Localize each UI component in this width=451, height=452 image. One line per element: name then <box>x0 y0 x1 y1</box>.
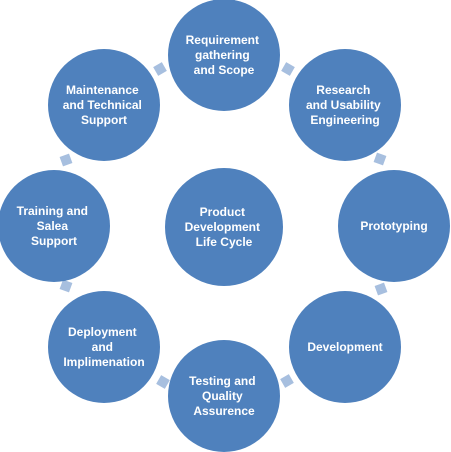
stage-label-line: and Usability <box>306 98 381 112</box>
center-label-line: Product <box>200 205 245 219</box>
stage-label-line: Support <box>31 234 77 248</box>
stage-label: Requirement gathering and Scope <box>186 33 263 77</box>
stage-label-line: Implimenation <box>63 355 144 369</box>
stage-requirement: Requirement gathering and Scope <box>168 0 280 111</box>
stage-circle <box>289 291 401 403</box>
stage-label-line: and <box>92 340 113 354</box>
stage-label-line: Requirement <box>186 33 259 47</box>
stage-label-line: Support <box>81 113 127 127</box>
stage-circle <box>168 0 280 111</box>
center-circle <box>165 168 283 286</box>
stage-circle <box>338 170 450 282</box>
stage-circle <box>289 49 401 161</box>
stage-label-line: Training and <box>17 204 88 218</box>
stage-label-line: Assurence <box>193 404 255 418</box>
stage-label-line: and Scope <box>194 63 255 77</box>
connector-requirement-research <box>281 62 295 76</box>
stage-label-line: Development <box>307 340 382 354</box>
stage-label-line: Testing and <box>189 374 255 388</box>
connector-research-prototyping <box>373 152 387 166</box>
stage-label-line: Engineering <box>310 113 379 127</box>
center-label-line: Life Cycle <box>196 235 253 249</box>
stage-research: Research and Usability Engineering <box>289 49 401 161</box>
stage-circle <box>0 170 110 282</box>
stage-label-line: gathering <box>195 48 250 62</box>
stage-testing: Testing and Quality Assurence <box>168 340 280 452</box>
stage-circle <box>48 291 160 403</box>
connector-deployment-training <box>59 279 73 293</box>
stage-label: Development <box>307 340 382 354</box>
connectors <box>59 62 388 389</box>
connector-development-testing <box>280 374 294 388</box>
stage-development: Development <box>289 291 401 403</box>
stage-label-line: Maintenance <box>66 83 139 97</box>
stage-label-line: Research <box>316 83 370 97</box>
connector-testing-deployment <box>156 375 170 389</box>
stage-label-line: Quality <box>202 389 243 403</box>
stage-circle <box>168 340 280 452</box>
stage-label: Training and Salea Support <box>17 204 92 248</box>
stage-label-line: Salea <box>37 219 69 233</box>
connector-training-maintenance <box>59 153 73 167</box>
stage-label: Testing and Quality Assurence <box>189 374 259 418</box>
stage-prototyping: Prototyping <box>338 170 450 282</box>
stage-label: Maintenance and Technical Support <box>63 83 145 127</box>
center-label: Product Development Life Cycle <box>185 205 264 249</box>
center-label-line: Development <box>185 220 260 234</box>
stage-label: Prototyping <box>360 219 427 233</box>
stage-training: Training and Salea Support <box>0 170 110 282</box>
stage-label-line: and Technical <box>63 98 142 112</box>
stage-label: Deployment and Implimenation <box>63 325 144 369</box>
connector-prototyping-development <box>374 282 388 296</box>
stage-deployment: Deployment and Implimenation <box>48 291 160 403</box>
connector-maintenance-requirement <box>153 62 167 76</box>
stage-circle <box>48 49 160 161</box>
stage-maintenance: Maintenance and Technical Support <box>48 49 160 161</box>
center-node: Product Development Life Cycle <box>165 168 283 286</box>
stage-label: Research and Usability Engineering <box>306 83 384 127</box>
stage-label-line: Prototyping <box>360 219 427 233</box>
stage-label-line: Deployment <box>68 325 137 339</box>
